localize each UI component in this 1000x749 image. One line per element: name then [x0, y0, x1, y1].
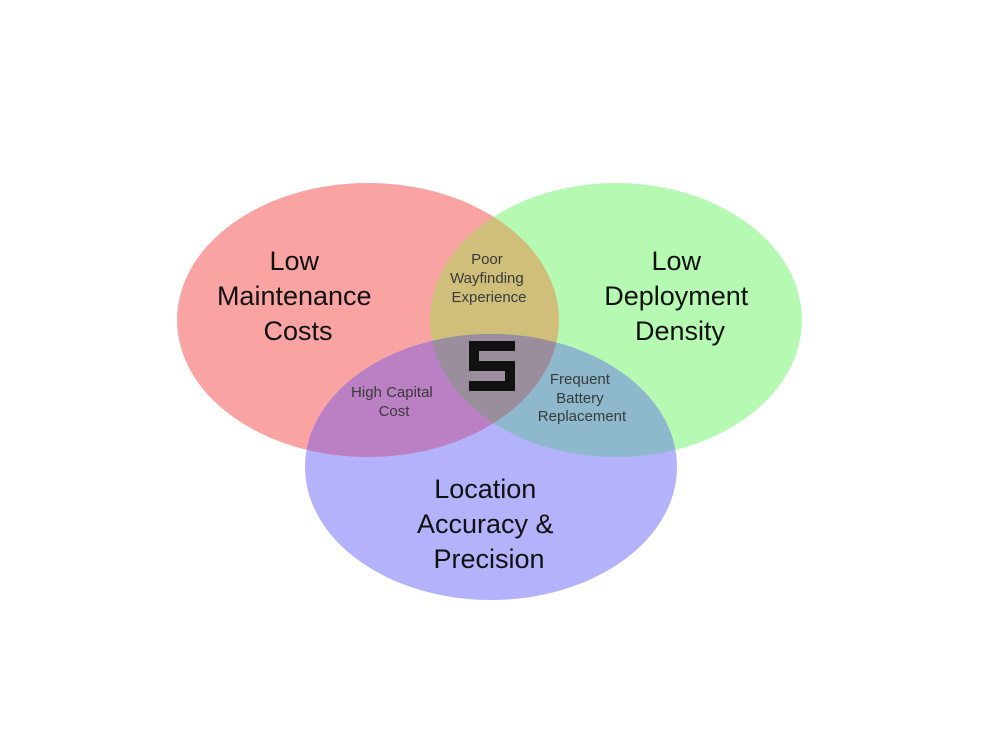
set-maintenance-label: Low Maintenance Costs: [217, 246, 379, 346]
overlap-maintenance-location: [305, 334, 559, 457]
set-deployment-label: Low Deployment Density: [604, 246, 756, 346]
intersection-deployment-location-label: Frequent Battery Replacement: [538, 371, 627, 425]
s-logo-icon: [469, 341, 515, 391]
intersection-maintenance-location-label: High Capital Cost: [351, 384, 437, 420]
overlap-deployment-location: [430, 334, 677, 457]
intersection-maintenance-deployment-label: Poor Wayfinding Experience: [450, 251, 528, 306]
set-location-label: Location Accuracy & Precision: [417, 474, 561, 574]
